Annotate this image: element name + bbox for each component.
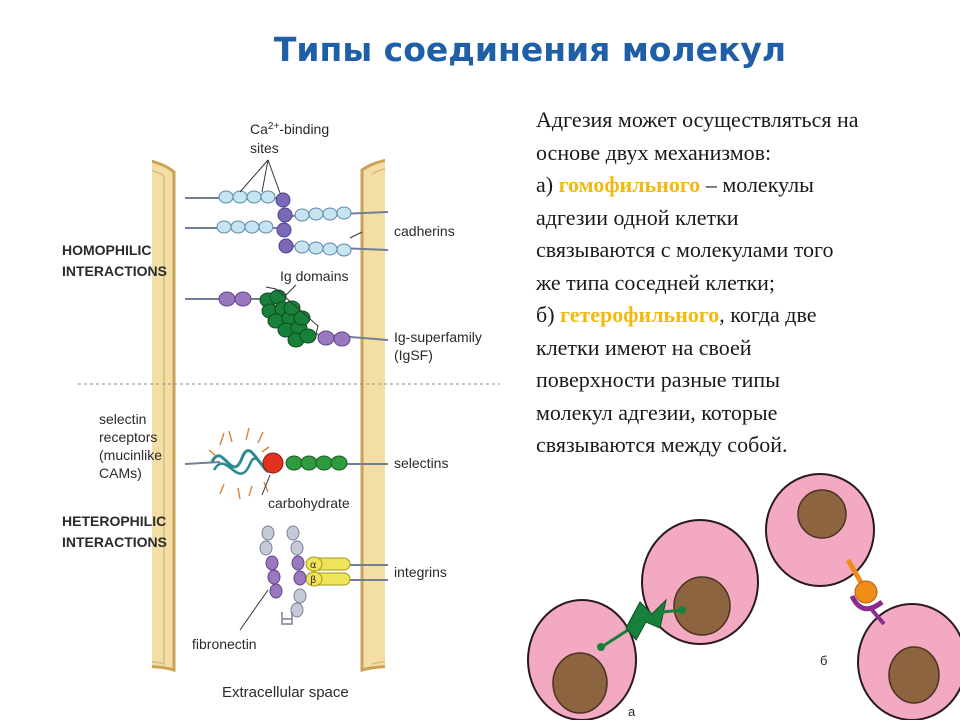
text-line: же типа соседней клетки; [536, 269, 776, 295]
cadherin-complex [185, 190, 389, 257]
text-line-b: б) гетерофильного, когда две [536, 299, 946, 332]
section-label-line: INTERACTIONS [62, 534, 167, 550]
cells-heterophilic [765, 473, 960, 720]
section-label-line: INTERACTIONS [62, 263, 167, 279]
right-mask [385, 150, 535, 675]
ca-superscript: 2+ [268, 121, 280, 132]
cadherins-label: cadherins [394, 223, 455, 239]
fibronectin-pointer [239, 589, 269, 631]
extracellular-label: Extracellular space [222, 684, 349, 701]
left-mask [0, 150, 152, 675]
label-line: receptors [99, 429, 158, 445]
text-line: связываются между собой. [536, 432, 788, 457]
ca-pointer [239, 159, 269, 193]
nucleus [888, 646, 940, 704]
text-fragment: – молекулы [700, 172, 814, 197]
nucleus [673, 576, 731, 636]
nucleus [552, 652, 608, 714]
ca-binding-label: Ca2+-binding [250, 121, 329, 137]
ca-pointer [267, 159, 281, 194]
text-line: молекул адгезии, которые [536, 399, 778, 425]
nucleus [797, 489, 847, 539]
ligand-molecule [854, 580, 878, 604]
page-title: Типы соединения молекул [273, 30, 787, 69]
cells-homophilic [527, 519, 759, 720]
integrins-label: integrins [394, 564, 447, 580]
green-adhesion-molecule [625, 598, 667, 641]
cadherin-pointer [349, 231, 363, 239]
text-line: Адгезия может осуществляться на [536, 107, 859, 132]
text-line-a: а) гомофильного – молекулы [536, 169, 946, 202]
label-line: (mucinlike [99, 447, 163, 463]
sites-label: sites [250, 140, 279, 156]
selectins-label: selectins [394, 455, 448, 471]
carbohydrate-pointer [261, 474, 271, 496]
label-line: CAMs) [99, 465, 142, 481]
cell-label-b: б [820, 653, 827, 668]
text-fragment: , когда две [719, 302, 817, 327]
text-line: клетки имеют на своей [536, 334, 752, 360]
alpha-symbol: α [310, 560, 317, 571]
igsf-label-1: Ig-superfamily [394, 329, 482, 345]
heterophilic-section-label: HETEROPHILIC INTERACTIONS [62, 511, 167, 553]
fibronectin-molecule [259, 525, 307, 625]
carbohydrate-label: carbohydrate [268, 495, 350, 511]
ca-label: Ca [250, 121, 268, 137]
label-line: selectin [99, 411, 147, 427]
homophilic-section-label: HOMOPHILIC INTERACTIONS [62, 240, 167, 282]
igsf-molecule [185, 286, 389, 348]
heterophilic-term: гетерофильного [560, 302, 720, 327]
text-line: основе двух механизмов: [536, 139, 772, 165]
ig-domains-label: Ig domains [280, 268, 348, 284]
beta-symbol: β [310, 575, 316, 586]
receptor-molecule [849, 594, 884, 612]
selectin-complex [184, 427, 388, 500]
text-line: поверхности разные типы [536, 367, 780, 392]
ca-binding-suffix: -binding [279, 121, 329, 137]
integrin-complex: α β [305, 556, 388, 587]
text-line: адгезии одной клетки [536, 204, 739, 230]
text-fragment: б) [536, 302, 561, 327]
description-text: Адгезия может осуществляться на основе д… [536, 104, 946, 462]
text-line: связываются с молекулами того [536, 237, 834, 262]
igsf-label-2: (IgSF) [394, 347, 433, 363]
ig-pointer [284, 284, 297, 297]
text-fragment: а) [536, 172, 559, 197]
selectin-receptors-label: selectin receptors (mucinlike CAMs) [99, 410, 162, 482]
homophilic-term: гомофильного [558, 172, 701, 197]
section-label-line: HETEROPHILIC [62, 513, 167, 529]
fibronectin-label: fibronectin [192, 636, 257, 652]
section-label-line: HOMOPHILIC [62, 242, 152, 258]
cell-label-a: а [628, 704, 636, 719]
ca-pointer [261, 159, 269, 193]
